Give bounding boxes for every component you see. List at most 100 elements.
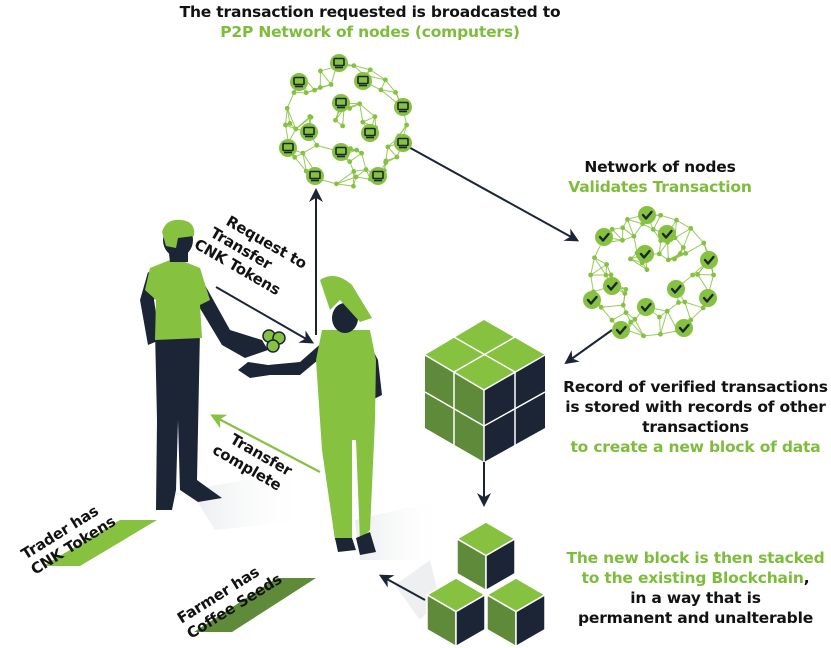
network-junction (340, 123, 346, 129)
network-junction (592, 255, 597, 261)
network-junction (658, 212, 664, 218)
network-node (394, 98, 412, 116)
network-junction (367, 67, 373, 73)
checkmark-icon (586, 295, 598, 305)
chain-block (455, 521, 517, 592)
network-node (300, 123, 318, 141)
caption-stack-line4: permanent and unalterable (577, 609, 814, 627)
checkmark-icon (639, 249, 651, 259)
caption-stack: The new block is then stacked to the exi… (560, 548, 831, 628)
caption-broadcast-line1: The transaction requested is broadcasted… (179, 3, 561, 21)
network-junction (665, 257, 671, 263)
caption-stack-line1: The new block is then stacked (566, 549, 825, 567)
network-junction (680, 245, 686, 250)
network-junction (588, 272, 594, 278)
network-junction (631, 233, 637, 239)
network-junction (620, 237, 625, 243)
network-junction (676, 300, 681, 305)
checkmark-icon (670, 284, 682, 294)
network-junction (372, 114, 378, 120)
network-node (332, 94, 350, 112)
network-junction (287, 121, 293, 126)
network-junction (701, 240, 707, 246)
network-node (700, 251, 718, 269)
network-junction (363, 167, 369, 172)
checkmark-icon (661, 229, 673, 239)
network-junction (284, 105, 290, 111)
arrow-request-diag (215, 286, 315, 344)
farmer-label-bar (194, 578, 316, 632)
computer-icon (372, 170, 384, 182)
caption-record-line1: Record of verified transactions (563, 378, 828, 396)
network-junction (393, 90, 398, 95)
checkmark-icon (702, 293, 714, 303)
network-junction (347, 159, 353, 165)
network-junction (641, 333, 646, 339)
blockchain-stack (425, 521, 547, 648)
network-junction (603, 272, 609, 278)
checkmark-icon (678, 323, 690, 333)
caption-broadcast-line2: P2P Network of nodes (computers) (220, 23, 520, 41)
network-junction (608, 272, 614, 278)
network-junction (318, 68, 323, 74)
network-node (603, 277, 621, 295)
network-junction (622, 291, 628, 296)
network-junction (383, 158, 389, 164)
network-junction (357, 101, 363, 107)
flow-arrows (210, 144, 613, 601)
network-junction (688, 226, 694, 231)
network-junction (354, 147, 360, 153)
checkmark-icon (615, 325, 627, 335)
computer-icon (293, 76, 305, 88)
network-junction (656, 251, 662, 257)
computer-icon (364, 127, 376, 139)
computer-icon (335, 146, 347, 158)
network-junction (620, 302, 626, 308)
network-junction (623, 286, 629, 292)
network-junction (394, 154, 400, 160)
network-junction (625, 217, 630, 222)
farmer-figure (238, 276, 382, 555)
network-junction (657, 314, 662, 320)
computer-icon (335, 97, 347, 109)
checkmark-icon (606, 281, 618, 291)
network-junction (314, 142, 320, 148)
p2p-network-sphere (279, 54, 412, 189)
network-node (637, 298, 655, 316)
network-junction (598, 304, 604, 310)
network-node (699, 289, 717, 307)
network-junction (628, 256, 633, 262)
network-node (595, 228, 613, 246)
checkmark-icon (640, 302, 652, 312)
network-node (290, 73, 308, 91)
checkmark-icon (598, 232, 610, 242)
caption-stack-line2-wrap: to the existing Blockchain, (560, 568, 831, 588)
computer-icon (303, 126, 315, 138)
network-junction (609, 317, 615, 323)
network-junction (351, 169, 357, 174)
network-node (332, 143, 350, 161)
network-junction (351, 183, 356, 189)
computer-icon (282, 142, 294, 154)
network-junction (360, 119, 366, 125)
network-junction (303, 90, 309, 96)
network-node (636, 245, 654, 263)
network-junction (293, 126, 299, 132)
network-junction (623, 310, 629, 315)
network-node (279, 139, 297, 157)
network-junction (672, 256, 677, 262)
network-junction (307, 114, 313, 119)
caption-record-line2: is stored with records of other (565, 398, 826, 416)
network-junction (620, 225, 626, 231)
network-junction (292, 154, 298, 160)
caption-validate: Network of nodes Validates Transaction (560, 157, 760, 197)
arrow-transfer-complete (210, 414, 321, 473)
computer-icon (309, 170, 321, 182)
network-junction (353, 174, 359, 180)
network-junction (404, 122, 410, 128)
network-junction (351, 63, 357, 68)
caption-record: Record of verified transactions is store… (560, 377, 831, 457)
network-node (369, 167, 387, 185)
computer-icon (397, 137, 409, 149)
network-junction (695, 272, 701, 277)
